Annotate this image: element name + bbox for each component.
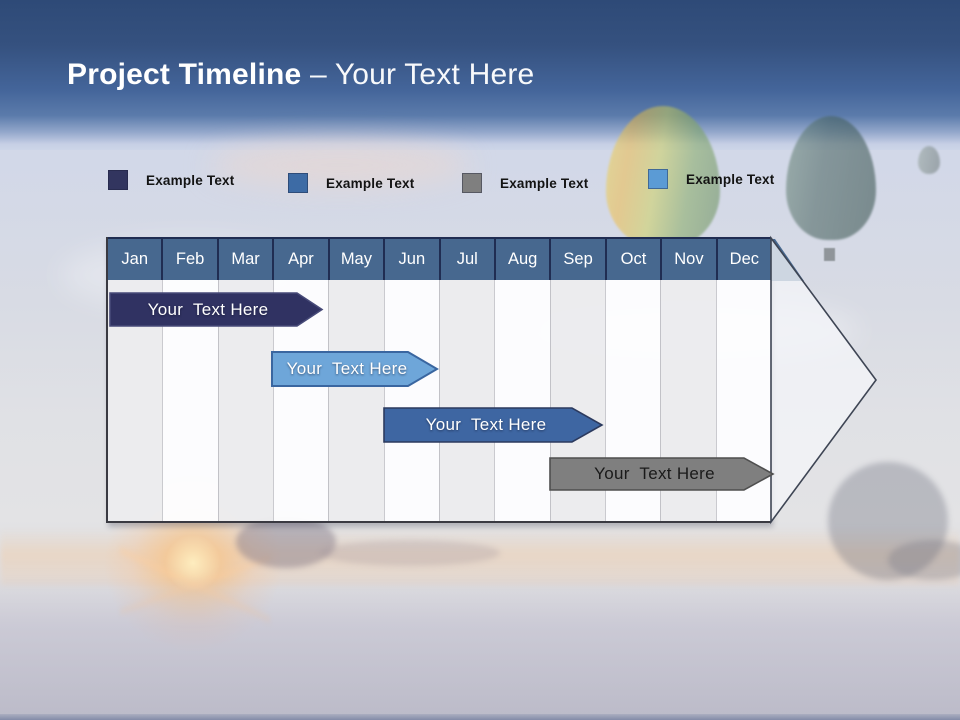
tree-silhouette <box>320 540 500 566</box>
legend-swatch-blue <box>288 173 308 193</box>
tree-silhouette <box>236 516 336 568</box>
grid-column <box>383 280 439 521</box>
legend-swatch-navy <box>108 170 128 190</box>
timeline-arrow-head <box>770 235 877 525</box>
sunset-haze <box>0 528 960 586</box>
month-cell-jun: Jun <box>383 239 438 280</box>
hot-air-balloon <box>786 116 876 240</box>
sun-rays <box>120 540 270 630</box>
legend-item-3[interactable]: Example Text <box>462 173 588 193</box>
slide-bottom-edge <box>0 714 960 720</box>
tree-silhouette <box>888 540 960 580</box>
month-cell-nov: Nov <box>660 239 715 280</box>
balloon-basket <box>824 248 835 261</box>
legend-label: Example Text <box>500 175 589 191</box>
month-cell-apr: Apr <box>272 239 327 280</box>
month-header-row: Jan Feb Mar Apr May Jun Jul Aug Sep Oct … <box>108 237 771 280</box>
legend-item-1[interactable]: Example Text <box>108 170 234 190</box>
gantt-bar-3-label[interactable]: Your Text Here <box>425 415 547 434</box>
field-overlay <box>0 576 960 720</box>
legend-label: Example Text <box>326 175 415 191</box>
hot-air-balloon <box>918 146 940 174</box>
arrow-header-wedge <box>771 239 804 281</box>
month-cell-mar: Mar <box>216 239 272 280</box>
grid-column <box>494 280 550 521</box>
legend-item-4[interactable]: Example Text <box>648 169 774 189</box>
gantt-bar-2-label[interactable]: Your Text Here <box>286 359 408 378</box>
legend-label: Example Text <box>146 172 235 188</box>
gantt-bar-1-label[interactable]: Your Text Here <box>147 299 269 319</box>
month-cell-jan: Jan <box>121 250 149 268</box>
title-placeholder-text: – Your Text Here <box>301 58 535 91</box>
month-cell-jul: Jul <box>438 239 494 280</box>
month-cell-sep: Sep <box>549 239 604 280</box>
tree-silhouette <box>828 462 948 580</box>
gantt-bar-4-label[interactable]: Your Text Here <box>594 464 715 483</box>
legend-item-2[interactable]: Example Text <box>288 173 414 193</box>
legend-label: Example Text <box>686 171 775 187</box>
legend-swatch-gray <box>462 173 482 193</box>
grid-column <box>438 280 495 521</box>
month-cell-feb: Feb <box>161 239 216 280</box>
month-cell-aug: Aug <box>493 239 549 280</box>
month-cell-dec: Dec <box>715 239 771 280</box>
title-bold-text: Project Timeline <box>67 58 302 91</box>
page-title[interactable]: Project Timeline – Your Text Here <box>67 58 534 92</box>
month-cell-may: May <box>327 239 383 280</box>
legend-swatch-lightblue <box>648 169 668 189</box>
grid-column <box>328 280 384 521</box>
month-cell-oct: Oct <box>604 239 660 280</box>
